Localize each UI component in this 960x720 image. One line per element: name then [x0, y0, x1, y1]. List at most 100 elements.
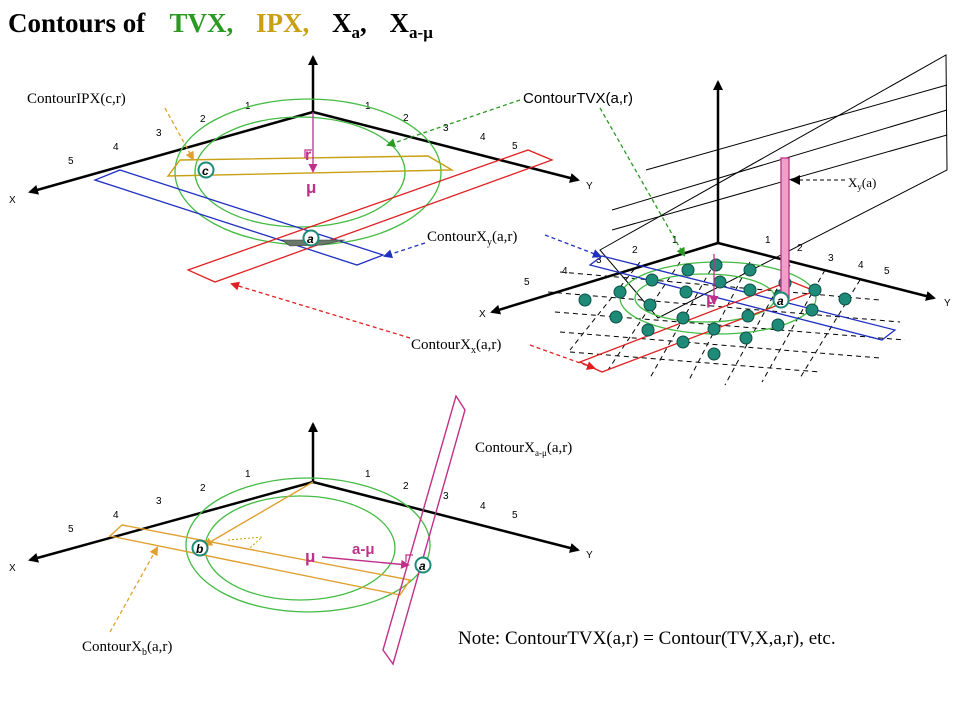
tl-c-label: c	[202, 164, 209, 178]
label-contour-xx: ContourXx(a,r)	[411, 337, 501, 356]
tl-tick-l5: 5	[68, 156, 74, 167]
tr-point	[645, 273, 659, 287]
bl-tick-r5: 5	[512, 510, 518, 521]
tr-points	[578, 258, 852, 361]
tl-tick-l3: 3	[156, 128, 162, 139]
bl-tick-r3: 3	[443, 491, 449, 502]
bl-b-badge	[191, 539, 209, 557]
tl-red-band	[186, 149, 554, 283]
diagram-bottom-left: X Y 5 4 3 2 1 1 2 3 4 5 μ a-μ a b	[9, 394, 593, 666]
tl-y-label: Y	[586, 181, 593, 192]
tr-point	[676, 335, 690, 349]
tr-plane-line1	[645, 84, 948, 171]
tl-tick-l2: 2	[200, 114, 206, 125]
tr-point	[613, 285, 627, 299]
bl-amu-label: a-μ	[352, 541, 375, 558]
tl-ipx-band	[166, 155, 455, 177]
title-xa: X	[332, 8, 352, 38]
tr-point	[739, 331, 753, 345]
bl-mu-label: μ	[305, 547, 315, 566]
tl-y-axis	[312, 110, 580, 183]
note-text: Note: ContourTVX(a,r) = Contour(TV,X,a,r…	[458, 628, 836, 649]
tl-a-badge	[302, 229, 320, 247]
tl-tick-r2: 2	[403, 113, 409, 124]
title-prefix: Contours of	[8, 8, 146, 38]
bl-tick-r4: 4	[480, 501, 486, 512]
bl-y-label: Y	[586, 550, 593, 561]
tr-grid	[547, 261, 906, 386]
tr-point	[676, 311, 690, 325]
title-comma: ,	[360, 8, 367, 38]
tr-point	[741, 309, 755, 323]
bl-tick-l1: 1	[245, 469, 251, 480]
bl-tick-l5: 5	[68, 524, 74, 535]
tr-point	[808, 283, 822, 297]
label-contour-xb: ContourXb(a,r)	[82, 639, 172, 658]
tl-contour-outer	[174, 98, 442, 246]
bl-tick-l3: 3	[156, 496, 162, 507]
tr-point	[709, 258, 723, 272]
tr-point	[679, 285, 693, 299]
tr-point	[681, 263, 695, 277]
tr-tick-l1: 1	[672, 235, 678, 246]
tr-point	[713, 275, 727, 289]
bl-xamu-band	[382, 394, 466, 666]
bl-r-bracket	[405, 554, 413, 562]
title-xa-sub: a	[352, 23, 361, 42]
tl-tick-r3: 3	[443, 123, 449, 134]
tr-plane	[599, 54, 948, 319]
tr-point	[838, 292, 852, 306]
tr-a-label: a	[777, 294, 784, 308]
arrow-contour-tvx	[386, 99, 521, 148]
tl-x-axis	[28, 110, 314, 195]
bl-tick-r2: 2	[403, 481, 409, 492]
arrow-contour-tvx-right	[599, 107, 685, 257]
bl-x-label: X	[9, 563, 16, 574]
arrow-contour-xy-right	[544, 234, 602, 258]
tl-a-label: a	[307, 232, 314, 246]
arrow-contour-ipx	[164, 107, 194, 161]
tr-tick-l4: 4	[562, 266, 568, 277]
title-xamu: X	[390, 8, 410, 38]
tl-c-badge	[197, 161, 215, 179]
bl-tick-r1: 1	[365, 469, 371, 480]
tl-r-bracket	[304, 149, 312, 158]
bl-tick-l4: 4	[113, 510, 119, 521]
tr-tick-r5: 5	[884, 266, 890, 277]
tr-point	[743, 263, 757, 277]
page-title: Contours of TVX, IPX, Xa, Xa-μ	[8, 8, 433, 42]
tr-tick-r1: 1	[765, 235, 771, 246]
bl-contour-outer	[185, 477, 431, 613]
tr-tick-r2: 2	[797, 243, 803, 254]
tl-tick-l4: 4	[113, 142, 119, 153]
tr-point	[578, 293, 592, 307]
label-contour-tvx: ContourTVX(a,r)	[523, 90, 633, 107]
tr-tick-r3: 3	[828, 253, 834, 264]
tr-xy-bar	[780, 157, 790, 299]
tr-tick-l2: 2	[632, 245, 638, 256]
label-contour-xamu: ContourXa-μ(a,r)	[475, 440, 572, 458]
bl-amu-arrow	[321, 556, 410, 569]
tl-tick-r5: 5	[512, 141, 518, 152]
tr-y-label: Y	[944, 298, 951, 309]
tl-mu-label: μ	[306, 178, 316, 197]
tr-point	[643, 298, 657, 312]
bl-orange-band	[108, 524, 412, 596]
tr-y-axis	[717, 241, 936, 301]
bl-b-label: b	[196, 542, 203, 556]
tr-point	[641, 323, 655, 337]
tl-tick-r4: 4	[480, 132, 486, 143]
bl-a-label: a	[419, 559, 426, 573]
tl-contour-inner	[194, 116, 406, 228]
bl-a-badge	[414, 556, 432, 574]
tr-point	[743, 283, 757, 297]
label-contour-xy: ContourXy(a,r)	[427, 229, 517, 248]
bl-tick-l2: 2	[200, 483, 206, 494]
tr-plane-line2	[611, 109, 948, 211]
diagram-top-right: X Y 5 4 3 2 1 1 2 3 4 5	[230, 54, 951, 386]
bl-orange-ray	[203, 481, 314, 547]
title-ipx: IPX,	[256, 8, 309, 38]
tr-plane-line3	[611, 134, 948, 231]
tr-point	[805, 303, 819, 317]
